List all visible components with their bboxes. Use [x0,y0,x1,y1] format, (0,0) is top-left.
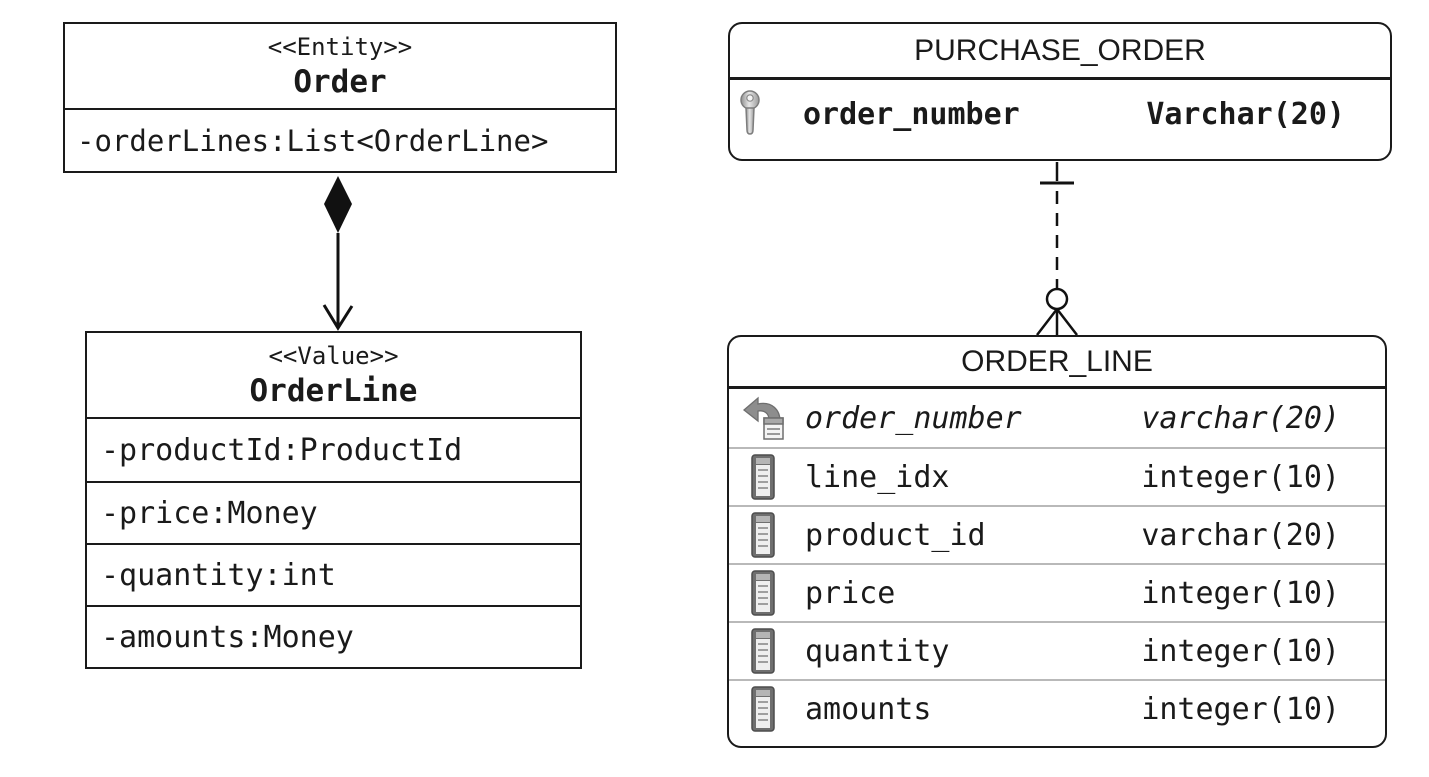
uml-attribute: -quantity:int [87,543,580,605]
column-name: quantity [805,633,950,669]
column-icon [740,568,786,618]
uml-class-order: <<Entity>> Order -orderLines:List<OrderL… [63,22,617,173]
column-type: integer(10) [1141,575,1340,611]
foreign-key-icon [740,393,786,443]
uml-attribute: -orderLines:List<OrderLine> [77,123,549,158]
table-row: line_idx integer(10) [729,447,1385,505]
table-row: product_id varchar(20) [729,505,1385,563]
table-row: quantity integer(10) [729,621,1385,679]
table-row: order_number Varchar(20) [730,82,1390,146]
column-type: integer(10) [1141,691,1340,727]
column-icon [740,684,786,734]
column-icon [740,626,786,676]
composition-connector [322,176,354,331]
composition-diamond-icon [324,176,352,233]
uml-attribute: -price:Money [87,481,580,543]
table-title: PURCHASE_ORDER [730,24,1390,80]
column-type: integer(10) [1141,633,1340,669]
uml-class-orderline-header: <<Value>> OrderLine [87,333,580,419]
class-name: Order [293,64,387,100]
uml-attribute: -amounts:Money [87,605,580,667]
table-title: ORDER_LINE [729,337,1385,389]
column-icon [740,452,786,502]
column-name: order_number [805,400,1022,436]
crow-foot-icon [1036,308,1078,336]
stereotype-label: <<Entity>> [267,33,413,61]
column-name: amounts [805,691,932,727]
open-arrowhead-icon [322,304,354,331]
column-name: price [805,575,896,611]
table-row: amounts integer(10) [729,679,1385,737]
column-type: Varchar(20) [1146,96,1345,132]
primary-key-icon [738,89,784,139]
table-row: price integer(10) [729,563,1385,621]
column-type: varchar(20) [1141,400,1340,436]
uml-attribute: -productId:ProductId [101,432,463,468]
column-type: integer(10) [1141,459,1340,495]
uml-class-order-header: <<Entity>> Order [65,24,615,110]
uml-class-orderline: <<Value>> OrderLine -productId:ProductId… [85,331,582,669]
erd-table-purchase-order: PURCHASE_ORDER [728,22,1392,161]
erd-table-order-line: ORDER_LINE order_number varchar(20) [727,335,1387,748]
class-name: OrderLine [249,373,418,409]
table-row: order_number varchar(20) [729,389,1385,447]
zero-cardinality-circle-icon [1045,287,1069,311]
column-type: varchar(20) [1141,517,1340,553]
relationship-connector [1036,162,1078,336]
column-name: product_id [805,517,986,553]
stereotype-label: <<Value>> [268,342,399,370]
column-name: order_number [803,96,1020,132]
column-name: line_idx [805,459,950,495]
column-icon [740,510,786,560]
